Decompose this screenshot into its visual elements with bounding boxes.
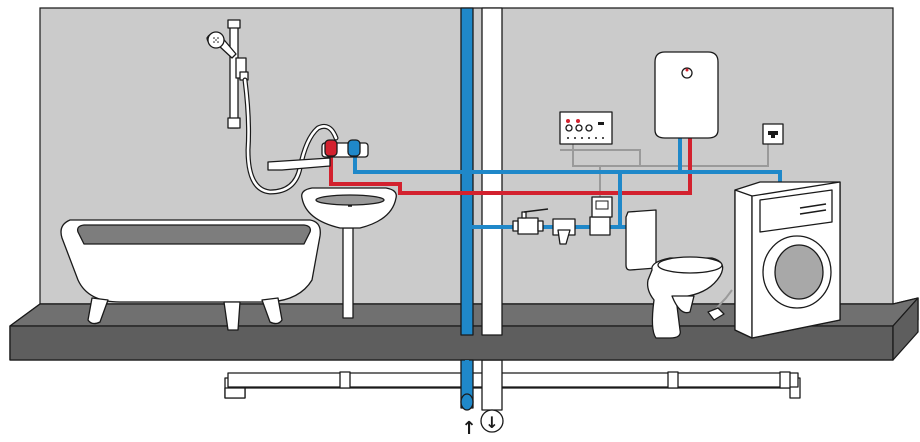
shutoff-valve	[512, 208, 549, 235]
water-meter	[589, 196, 613, 236]
hand-shower	[206, 31, 237, 59]
outlet-arrow-icon: ↓	[485, 413, 498, 432]
washbasin	[301, 187, 397, 319]
water-heater	[654, 51, 719, 139]
wall-socket	[762, 123, 784, 145]
toilet	[625, 209, 724, 339]
shower-rail	[227, 19, 249, 129]
strainer-filter	[552, 218, 576, 245]
leak-control-panel	[559, 111, 613, 145]
leak-sensor	[707, 289, 733, 321]
inlet-arrow-icon: ↑	[461, 418, 476, 439]
underfloor-drain-pipes	[224, 359, 801, 411]
shower-hose	[242, 77, 339, 195]
bath-sink-mixer	[267, 139, 369, 171]
supply-lines	[329, 134, 782, 229]
bathtub	[60, 219, 321, 331]
washing-machine	[734, 181, 841, 339]
flow-markers: ↑ ↓	[460, 360, 504, 439]
